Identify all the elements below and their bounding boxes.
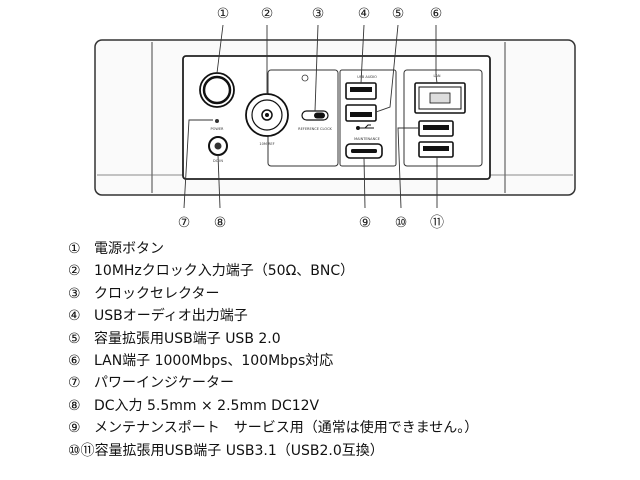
legend-text: DC入力 5.5mm × 2.5mm DC12V bbox=[94, 397, 320, 414]
usb-3-1-port-lower bbox=[418, 141, 454, 158]
callout-3: ③ bbox=[312, 6, 325, 22]
svg-text:①: ① bbox=[217, 6, 230, 22]
usb-2-0-port bbox=[345, 104, 377, 122]
maintenance-port bbox=[345, 143, 383, 159]
svg-text:④: ④ bbox=[358, 6, 371, 22]
clock-selector-switch bbox=[301, 110, 329, 121]
svg-text:⑨: ⑨ bbox=[359, 215, 372, 231]
svg-text:⑦: ⑦ bbox=[178, 215, 191, 231]
legend-item: ⑤ 容量拡張用USB端子 USB 2.0 bbox=[68, 328, 628, 350]
legend-item: ③ クロックセレクター bbox=[68, 283, 628, 305]
legend-list: ① 電源ボタン ② 10MHzクロック入力端子（50Ω、BNC） ③ クロックセレクタ… bbox=[68, 238, 628, 462]
legend-number: ③ bbox=[68, 285, 81, 302]
callout-9: ⑨ bbox=[359, 215, 372, 231]
legend-text: 10MHzクロック入力端子（50Ω、BNC） bbox=[94, 263, 355, 280]
audio-label: USB AUDIO bbox=[357, 75, 377, 79]
legend-number: ⑥ bbox=[68, 352, 81, 369]
svg-text:⑪: ⑪ bbox=[430, 215, 444, 231]
bnc-connector bbox=[245, 93, 289, 137]
legend-item: ④ USBオーディオ出力端子 bbox=[68, 305, 628, 327]
power-led bbox=[215, 119, 219, 123]
svg-text:⑤: ⑤ bbox=[392, 6, 405, 22]
svg-text:⑩: ⑩ bbox=[395, 215, 408, 231]
svg-text:⑧: ⑧ bbox=[214, 215, 227, 231]
callout-7: ⑦ bbox=[178, 215, 191, 231]
usb-audio-port bbox=[345, 82, 377, 100]
legend-text: パワーインジケーター bbox=[94, 375, 234, 392]
svg-text:②: ② bbox=[261, 6, 274, 22]
ref-label: 10M REF bbox=[259, 142, 274, 146]
legend-item: ⑩⑪容量拡張用USB端子 USB3.1（USB2.0互換） bbox=[68, 440, 628, 462]
power-button bbox=[199, 72, 235, 108]
legend-number: ⑧ bbox=[68, 397, 81, 414]
callout-8: ⑧ bbox=[214, 215, 227, 231]
legend-number: ⑩⑪ bbox=[68, 442, 95, 459]
legend-text: 容量拡張用USB端子 USB3.1（USB2.0互換） bbox=[94, 442, 384, 459]
usb-icon bbox=[356, 124, 374, 130]
legend-item: ② 10MHzクロック入力端子（50Ω、BNC） bbox=[68, 260, 628, 282]
legend-item: ① 電源ボタン bbox=[68, 238, 628, 260]
callout-11: ⑪ bbox=[430, 215, 444, 231]
callout-5: ⑤ bbox=[392, 6, 405, 22]
callout-10: ⑩ bbox=[395, 215, 408, 231]
callout-1: ① bbox=[217, 6, 230, 22]
maint-label: MAINTENANCE bbox=[354, 137, 380, 141]
legend-item: ⑦ パワーインジケーター bbox=[68, 372, 628, 394]
legend-number: ② bbox=[68, 263, 81, 280]
legend-number: ⑨ bbox=[68, 420, 81, 437]
legend-item: ⑧ DC入力 5.5mm × 2.5mm DC12V bbox=[68, 395, 628, 417]
callout-6: ⑥ bbox=[430, 6, 443, 22]
callout-4: ④ bbox=[358, 6, 371, 22]
legend-number: ④ bbox=[68, 308, 81, 325]
legend-text: 容量拡張用USB端子 USB 2.0 bbox=[94, 330, 281, 347]
power-label: POWER bbox=[211, 127, 225, 131]
legend-text: LAN端子 1000Mbps、100Mbps対応 bbox=[94, 352, 334, 369]
legend-item: ⑨ メンテナンスポート サービス用（通常は使用できません。） bbox=[68, 417, 628, 439]
legend-text: メンテナンスポート サービス用（通常は使用できません。） bbox=[94, 420, 479, 437]
leader-lines bbox=[183, 24, 438, 209]
dc-jack bbox=[208, 136, 228, 156]
lan-label: LAN bbox=[433, 74, 440, 78]
legend-text: USBオーディオ出力端子 bbox=[94, 308, 248, 325]
clock-label: REFERENCE CLOCK bbox=[298, 127, 332, 131]
legend-text: クロックセレクター bbox=[94, 285, 220, 302]
legend-item: ⑥ LAN端子 1000Mbps、100Mbps対応 bbox=[68, 350, 628, 372]
legend-number: ⑦ bbox=[68, 375, 81, 392]
svg-text:⑥: ⑥ bbox=[430, 6, 443, 22]
callout-2: ② bbox=[261, 6, 274, 22]
legend-text: 電源ボタン bbox=[94, 241, 164, 257]
usb-3-1-port-upper bbox=[418, 120, 454, 137]
rear-panel-diagram: POWER DC IN 10M REF REFERENCE CLOCK USB … bbox=[94, 6, 576, 231]
svg-text:③: ③ bbox=[312, 6, 325, 22]
legend-number: ① bbox=[68, 241, 81, 257]
lan-port bbox=[414, 82, 466, 114]
legend-number: ⑤ bbox=[68, 330, 81, 347]
